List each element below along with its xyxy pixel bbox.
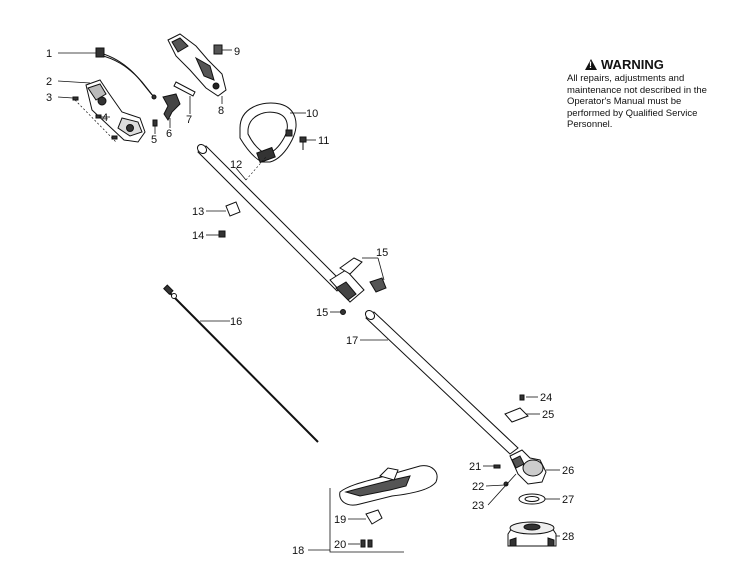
callout-13: 13 [192,206,204,218]
callout-4: 4 [102,112,108,124]
part-27-washer [518,493,546,505]
part-2-handle-housing [85,79,146,143]
part-8-handle-housing [167,33,227,97]
part-16-drive-shaft [163,284,319,443]
callout-22: 22 [472,481,484,493]
callout-2: 2 [46,76,52,88]
callout-20: 20 [334,539,346,551]
callout-6: 6 [166,128,172,140]
part-24-screw [519,394,525,401]
part-25-clamp [504,407,529,423]
warning-triangle-icon [585,59,597,70]
callout-15a: 15 [376,247,388,259]
part-6-trigger [162,93,181,121]
warning-text: All repairs, adjustments and maintenance… [567,73,707,130]
callout-3: 3 [46,92,52,104]
part-10-loop-handle [239,102,297,164]
callout-27: 27 [562,494,574,506]
callout-9: 9 [234,46,240,58]
part-11-bolt [299,136,307,150]
part-1-throttle-cable [95,47,157,100]
callout-19: 19 [334,514,346,526]
part-26-gearbox [493,449,547,487]
callout-28: 28 [562,531,574,543]
part-7-lever [173,81,196,97]
part-15-coupler [329,257,387,315]
callout-23: 23 [472,500,484,512]
callout-1: 1 [46,48,52,60]
part-9-switch [213,44,223,55]
callout-17: 17 [346,335,358,347]
callout-25: 25 [542,409,554,421]
callout-16: 16 [230,316,242,328]
callout-8: 8 [218,105,224,117]
callout-12: 12 [230,159,242,171]
callout-7: 7 [186,114,192,126]
callout-10: 10 [306,108,318,120]
callout-14: 14 [192,230,204,242]
part-14-knob [218,230,226,238]
part-3-4-screws [72,96,118,143]
callout-26: 26 [562,465,574,477]
callout-labels: 1 2 3 4 5 6 7 8 9 10 11 12 13 14 15 15 1… [46,46,574,557]
warning-heading: WARNING [585,57,727,72]
callout-24: 24 [540,392,552,404]
warning-notice: WARNING All repairs, adjustments and mai… [567,57,727,131]
callout-21: 21 [469,461,481,473]
callout-18: 18 [292,545,304,557]
warning-heading-text: WARNING [601,57,664,72]
callout-5: 5 [151,134,157,146]
part-13-clamp [225,201,241,217]
part-12-upper-shaft [196,143,346,292]
callout-15b: 15 [316,307,328,319]
leader-lines [57,49,560,551]
callout-11: 11 [318,135,329,147]
part-17-lower-shaft [364,309,519,455]
part-28-trimmer-head [507,521,557,547]
part-18-guard [329,465,438,553]
